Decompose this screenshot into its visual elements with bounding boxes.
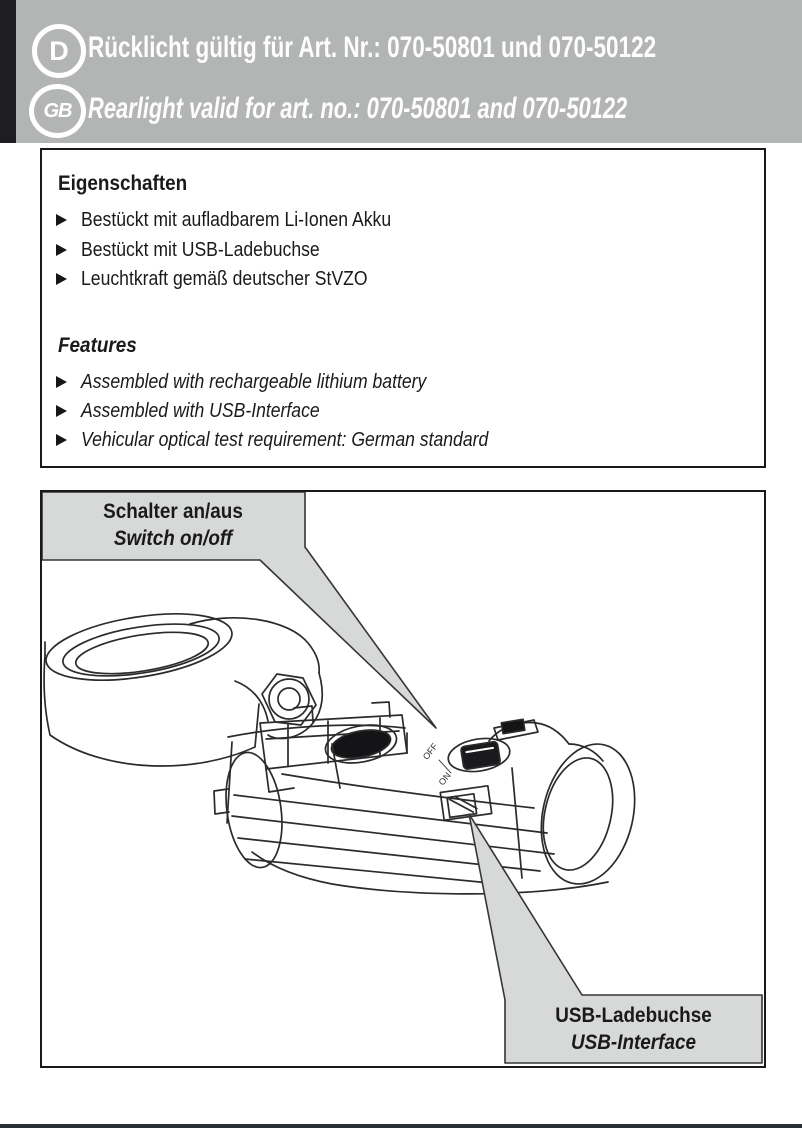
hex-bolt-icon	[261, 673, 317, 726]
bullet-triangle-icon	[56, 273, 67, 285]
badge-d-letter: D	[49, 35, 69, 66]
bullet-triangle-icon	[56, 434, 67, 446]
feature-text: Assembled with USB-Interface	[81, 399, 320, 422]
bottom-rule	[0, 1124, 802, 1128]
badge-gb-letters: GB	[43, 99, 73, 122]
switch-marking-line	[438, 759, 452, 774]
feature-item-de: Leuchtkraft gemäß deutscher StVZO	[56, 267, 407, 291]
usb-callout-label: USB-Ladebuchse USB-Interface	[503, 996, 764, 1062]
feature-text: Bestückt mit aufladbarem Li-Ionen Akku	[81, 208, 392, 231]
country-badge-gb-icon: GB	[29, 84, 86, 138]
bullet-triangle-icon	[56, 405, 67, 417]
clamp-ring	[43, 613, 260, 767]
header-title-de: Rücklicht gültig für Art. Nr.: 070-50801…	[88, 31, 657, 64]
on-off-switch	[447, 737, 511, 773]
country-badge-d-icon: D	[32, 24, 86, 78]
lamp-body	[213, 721, 636, 895]
switch-label-de: Schalter an/aus	[103, 500, 243, 523]
feature-item-en: Assembled with rechargeable lithium batt…	[56, 370, 473, 394]
features-heading-de: Eigenschaften	[58, 172, 188, 195]
features-heading-en: Features	[58, 334, 137, 357]
usb-label-de: USB-Ladebuchse	[555, 1004, 712, 1027]
feature-text: Vehicular optical test requirement: Germ…	[81, 428, 489, 451]
rubber-pad-fill	[330, 729, 392, 759]
features-box: Eigenschaften Bestückt mit aufladbarem L…	[40, 148, 766, 468]
switch-label-en: Switch on/off	[113, 527, 233, 550]
rubber-pad	[324, 724, 398, 764]
rearlight-illustration: OFF ON	[42, 492, 763, 1064]
feature-text: Bestückt mit USB-Ladebuchse	[81, 238, 320, 261]
diagram-box: OFF ON Schalter an/aus Switch on/off USB…	[40, 490, 766, 1068]
feature-text: Assembled with rechargeable lithium batt…	[81, 370, 427, 393]
feature-item-en: Assembled with USB-Interface	[56, 399, 352, 423]
feature-text: Leuchtkraft gemäß deutscher StVZO	[81, 267, 368, 290]
usb-callout-shape	[468, 813, 763, 1064]
bullet-triangle-icon	[56, 244, 67, 256]
feature-item-de: Bestückt mit USB-Ladebuchse	[56, 238, 352, 262]
header-title-en: Rearlight valid for art. no.: 070-50801 …	[88, 92, 628, 125]
bullet-triangle-icon	[56, 376, 67, 388]
feature-item-en: Vehicular optical test requirement: Germ…	[56, 428, 544, 452]
switch-callout-label: Schalter an/aus Switch on/off	[42, 492, 304, 558]
top-clip	[493, 718, 539, 741]
switch-callout-shape	[42, 492, 437, 729]
page-edge-stripe	[0, 0, 16, 143]
usb-label-en: USB-Interface	[571, 1031, 696, 1054]
switch-off-label: OFF	[421, 741, 440, 762]
bullet-triangle-icon	[56, 214, 67, 226]
usb-port	[439, 784, 493, 822]
feature-item-de: Bestückt mit aufladbarem Li-Ionen Akku	[56, 208, 433, 232]
header-band: D Rücklicht gültig für Art. Nr.: 070-508…	[0, 0, 802, 143]
